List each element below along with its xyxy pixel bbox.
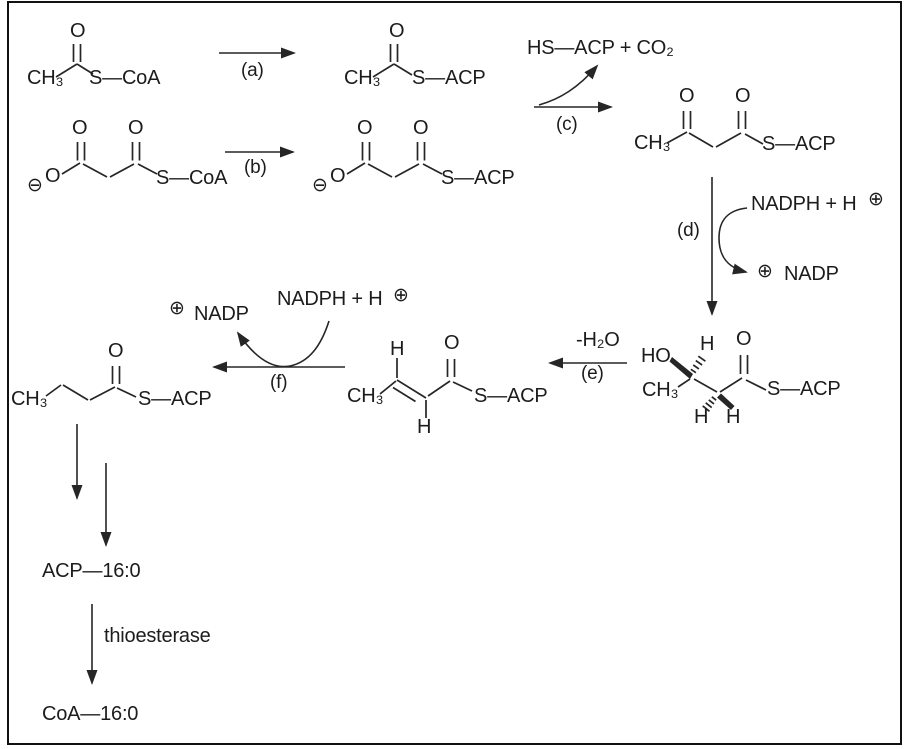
acetoacetyl-acp-skeleton [666,111,764,148]
arrow-f [212,320,345,373]
malonyl-acp-thio: S—ACP [441,167,515,189]
malonyl-coa-o-ion: O [45,165,61,187]
malonyl-coa-skeleton [61,142,158,178]
step-d-label: (d) [677,220,700,241]
step-b-label: (b) [244,157,267,178]
malonyl-acp-skeleton [346,142,443,178]
hydroxyacyl-acp-h-c3: H [700,333,715,355]
enoyl-acp-o: O [444,332,460,354]
hydroxyacyl-acp-o: O [736,328,752,350]
arrow-c [534,64,613,113]
acetoacetyl-acp-o2: O [735,85,751,107]
hydroxyacyl-acp-skeleton [669,355,767,412]
step-c-label: (c) [556,114,578,135]
hydroxyacyl-acp-ho: HO [641,345,671,367]
malonyl-acp-o-ion: O [330,165,346,187]
acetoacetyl-acp-thio: S—ACP [762,133,836,155]
acetyl-acp-o: O [389,20,405,42]
step-e-label: (e) [581,363,604,384]
acp-16-0-product: ACP—16:0 [42,560,141,582]
acetyl-acp-ch3: CH₃ [344,67,381,89]
acetyl-coa-skeleton [55,44,94,78]
acetoacetyl-acp-ch3: CH₃ [634,132,671,154]
enoyl-acp-h-top: H [390,338,405,360]
arrow-d [706,177,748,316]
nadph-in-f: NADPH + H [277,288,383,310]
malonyl-acp-o2: O [413,117,429,139]
hydroxyacyl-acp-h-c2b: H [726,406,741,428]
coa-16-0-product: CoA—16:0 [42,703,139,725]
malonyl-acp-o1: O [357,117,373,139]
hydroxyacyl-acp-h-c2a: H [694,406,709,428]
acetyl-acp-thio: S—ACP [412,67,486,89]
nadph-in-d-charge: ⊕ [868,189,884,210]
nadp-out-f: NADP [194,303,249,325]
nadph-in-f-charge: ⊕ [393,285,409,306]
nadph-in-d: NADPH + H [751,193,857,215]
water-byproduct: -H₂O [576,329,620,351]
acetyl-coa-ch3: CH₃ [27,67,64,89]
hydroxyacyl-acp-ch3: CH₃ [642,379,679,401]
nadp-out-d-charge: ⊕ [757,261,773,282]
butyryl-acp-o: O [108,340,124,362]
nadp-out-f-charge: ⊕ [169,298,185,319]
step-a-label: (a) [241,60,264,81]
acetoacetyl-acp-o1: O [679,85,695,107]
enoyl-acp-thio: S—ACP [474,385,548,407]
butyryl-acp-thio: S—ACP [138,388,212,410]
hydroxyacyl-acp-thio: S—ACP [767,378,841,400]
butyryl-acp-ch3: CH₃ [11,388,48,410]
malonyl-coa-charge: ⊖ [27,175,43,196]
acetyl-coa-o: O [70,20,86,42]
acetyl-coa-thio: S—CoA [89,67,161,89]
acetyl-acp-skeleton [372,44,413,78]
enoyl-acp-h-bottom: H [417,416,432,438]
hs-acp-co2-byproduct: HS—ACP + CO₂ [527,37,674,59]
malonyl-coa-o1: O [72,117,88,139]
malonyl-coa-thio: S—CoA [156,167,228,189]
malonyl-acp-charge: ⊖ [312,175,328,196]
malonyl-coa-o2: O [128,117,144,139]
enoyl-acp-skeleton [379,358,473,418]
enoyl-acp-ch3: CH₃ [347,385,384,407]
butyryl-acp-skeleton [45,366,137,401]
thioesterase-label: thioesterase [104,625,211,647]
step-f-label: (f) [270,372,288,393]
nadp-out-d: NADP [784,263,839,285]
